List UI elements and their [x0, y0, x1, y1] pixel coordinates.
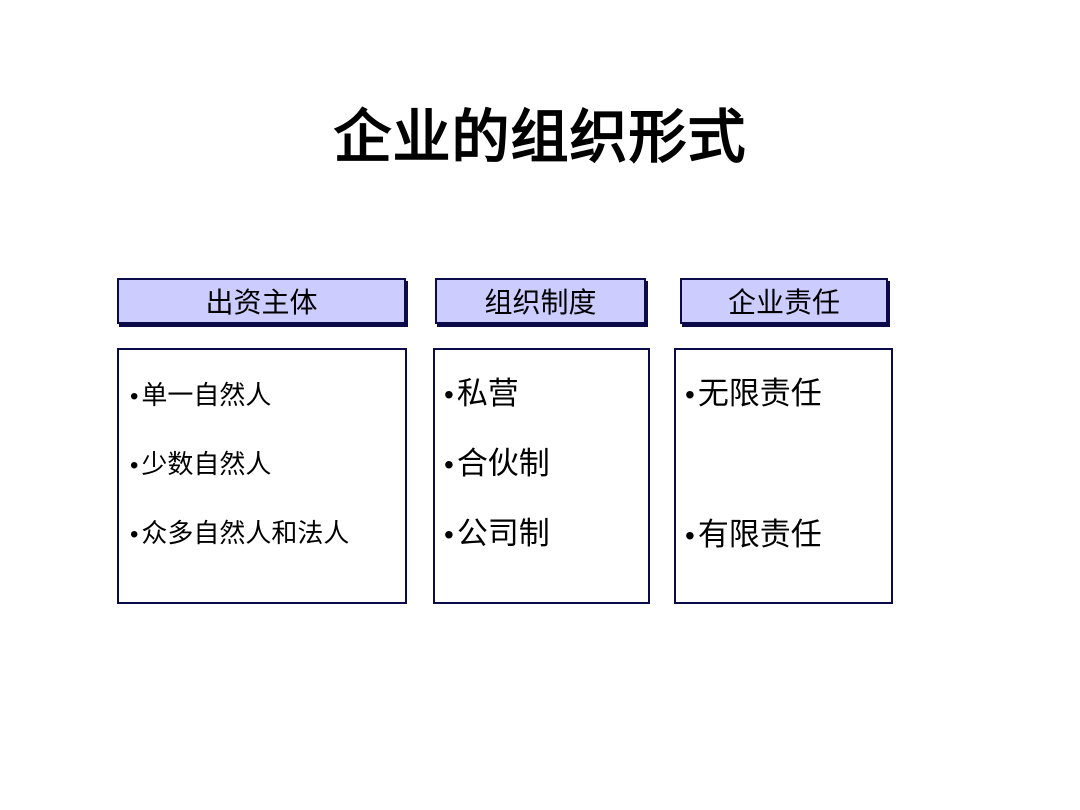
- bullet-icon: •: [685, 379, 695, 410]
- bullet-icon: •: [444, 379, 454, 410]
- list-item-text: 众多自然人和法人: [141, 519, 350, 548]
- column-header-funding-subject: 出资主体: [117, 278, 406, 324]
- list-item-text: 公司制: [456, 516, 550, 551]
- list-item-text: 私营: [456, 376, 519, 411]
- list-item: •合伙制: [444, 444, 648, 485]
- list-item: •众多自然人和法人: [130, 517, 405, 552]
- column-header-label: 组织制度: [484, 288, 597, 319]
- list-item: •公司制: [444, 514, 648, 555]
- column-header-enterprise-liability: 企业责任: [680, 278, 888, 324]
- bullet-icon: •: [130, 452, 139, 479]
- list-item: •无限责任: [685, 374, 891, 415]
- bullet-icon: •: [130, 383, 139, 410]
- list-item-text: 无限责任: [697, 376, 822, 411]
- column-header-label: 企业责任: [727, 288, 840, 319]
- list-item-text: 合伙制: [456, 446, 550, 481]
- bullet-icon: •: [444, 449, 454, 480]
- content-box-enterprise-liability: •无限责任 •有限责任: [674, 348, 893, 604]
- list-item-text: 少数自然人: [141, 450, 272, 479]
- bullet-icon: •: [685, 520, 695, 551]
- column-header-label: 出资主体: [205, 288, 318, 319]
- column-header-organization-system: 组织制度: [435, 278, 646, 324]
- list-item: •少数自然人: [130, 448, 405, 483]
- bullet-icon: •: [444, 519, 454, 550]
- list-item: •单一自然人: [130, 379, 405, 414]
- list-item-text: 有限责任: [697, 517, 822, 552]
- list-item-text: 单一自然人: [141, 381, 272, 410]
- list-item: •有限责任: [685, 515, 891, 556]
- content-box-funding-subject: •单一自然人 •少数自然人 •众多自然人和法人: [117, 348, 407, 604]
- content-box-organization-system: •私营 •合伙制 •公司制: [433, 348, 650, 604]
- list-item: •私营: [444, 374, 648, 415]
- slide-title: 企业的组织形式: [333, 105, 747, 170]
- bullet-icon: •: [130, 521, 139, 548]
